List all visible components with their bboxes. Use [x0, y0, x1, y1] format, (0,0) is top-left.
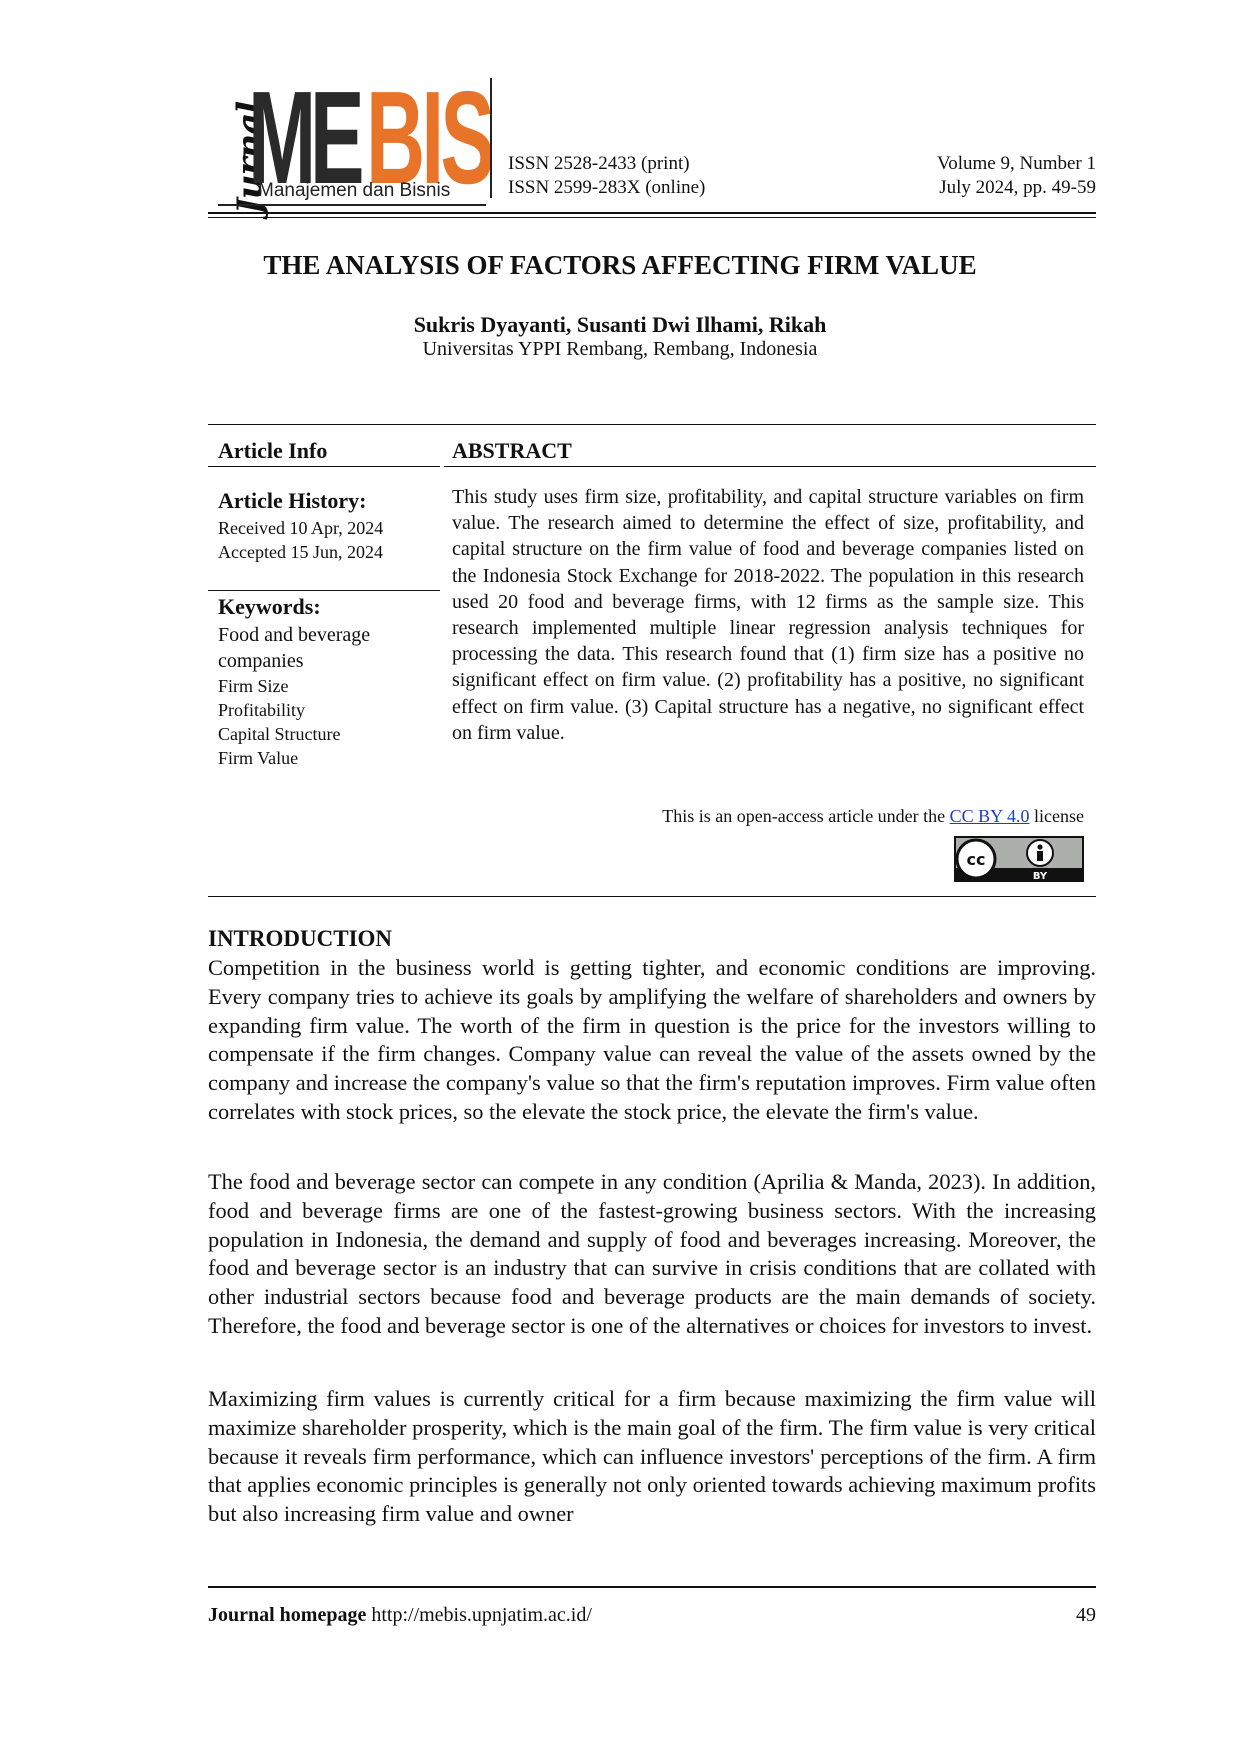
abstract-text: This study uses firm size, profitability… — [452, 486, 1084, 744]
introduction-heading: INTRODUCTION — [208, 926, 393, 951]
history-heading: Article History: — [218, 488, 367, 513]
logo-me: ME — [248, 64, 365, 211]
issue-date-pages: July 2024, pp. 49-59 — [939, 177, 1096, 198]
accepted-date: Accepted 15 Jun, 2024 — [218, 542, 383, 562]
keyword-item: Profitability — [218, 700, 305, 720]
journal-homepage: Journal homepage http://mebis.upnjatim.a… — [208, 1604, 592, 1627]
abstract-heading: ABSTRACT — [452, 438, 572, 463]
body-paragraph: Competition in the business world is get… — [208, 955, 1096, 1124]
paper-title: THE ANALYSIS OF FACTORS AFFECTING FIRM V… — [263, 250, 977, 280]
keywords-list: Food and beverage companies Firm Size Pr… — [218, 622, 428, 770]
license-note: This is an open-access article under the… — [662, 806, 1084, 827]
footer-rule — [208, 1586, 1096, 1588]
paper-affiliation: Universitas YPPI Rembang, Rembang, Indon… — [422, 338, 818, 360]
logo-subtitle: Manajemen dan Bisnis — [258, 180, 451, 201]
keywords-heading: Keywords: — [218, 594, 321, 619]
license-suffix: license — [1034, 806, 1084, 826]
journal-logo: ME BIS — [248, 64, 568, 211]
license-prefix: This is an open-access article under the — [662, 806, 946, 826]
header-rule-thin — [208, 217, 1096, 218]
volume-block: Volume 9, Number 1 July 2024, pp. 49-59 — [937, 152, 1096, 200]
masthead-divider — [490, 78, 492, 198]
issn-online: ISSN 2599-283X (online) — [508, 177, 706, 198]
abstract-heading-rule — [444, 466, 1096, 467]
homepage-label: Journal homepage — [208, 1604, 367, 1626]
keyword-item: Firm Size — [218, 676, 289, 696]
issn-print: ISSN 2528-2433 (print) — [508, 153, 690, 174]
box-bottom-rule — [208, 896, 1096, 897]
homepage-url[interactable]: http://mebis.upnjatim.ac.id/ — [371, 1604, 592, 1626]
license-link[interactable]: CC BY 4.0 — [949, 806, 1030, 826]
keyword-item: Firm Value — [218, 748, 299, 768]
cc-badge-text: cc — [967, 850, 986, 869]
body-paragraph: Maximizing firm values is currently crit… — [208, 1386, 1096, 1527]
cc-by-badge-icon[interactable]: cc BY — [954, 836, 1084, 882]
received-date: Received 10 Apr, 2024 — [218, 518, 384, 538]
issn-block: ISSN 2528-2433 (print) ISSN 2599-283X (o… — [508, 152, 705, 200]
logo-underline — [218, 204, 486, 206]
history-rule — [208, 590, 440, 591]
info-heading-rule — [208, 466, 440, 467]
by-badge-text: BY — [1033, 871, 1048, 882]
paper-authors: Sukris Dyayanti, Susanti Dwi Ilhami, Rik… — [413, 312, 827, 337]
body-paragraph: The food and beverage sector can compete… — [208, 1169, 1096, 1338]
keyword-item: companies — [218, 650, 304, 672]
article-info-heading: Article Info — [218, 438, 328, 463]
keyword-item: Capital Structure — [218, 724, 341, 744]
volume-number: Volume 9, Number 1 — [936, 153, 1096, 174]
keyword-item: Food and beverage — [218, 624, 371, 646]
box-top-rule — [208, 424, 1096, 425]
header-rule — [208, 212, 1096, 214]
page-number: 49 — [1076, 1604, 1096, 1626]
logo-bis: BIS — [366, 64, 495, 211]
